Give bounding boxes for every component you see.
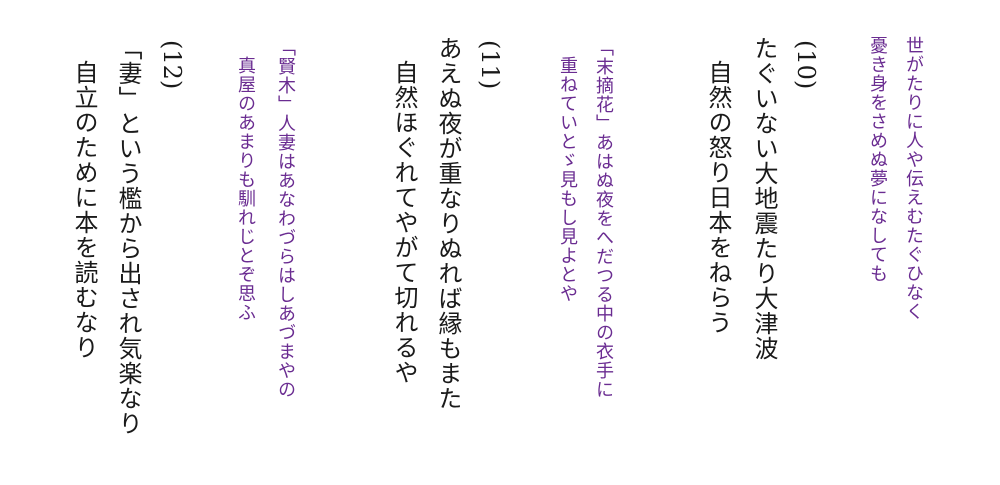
poem-11-original-line-1: 「末摘花」あはぬ夜をへだつる中の衣手に [593, 38, 614, 399]
poem-10-parody-line-2: 自然の怒り日本をねらう [704, 60, 732, 335]
poem-12-parody-line-2: 自立のために本を読むなり [70, 60, 98, 360]
poem-12-original-line-2: 真屋のあまりも馴れじとぞ思ふ [235, 56, 256, 322]
poem-10-parody-line-1: たぐいない大地震たり大津波 [750, 36, 778, 361]
poem-11-original-line-2: 重ねていとゞ見もし見よとや [557, 56, 578, 303]
poem-12-number: (12) [158, 40, 186, 90]
poem-12-original-line-1: 「賢木」人妻はあなわづらはしあづまやの [275, 38, 296, 399]
poem-11-number: (11) [476, 40, 504, 90]
poem-11-source: 「末摘花」 [593, 38, 614, 133]
poem-10-number: (10) [792, 40, 820, 90]
poem-11-parody-line-1: あえぬ夜が重なりぬれば縁もまた [434, 36, 462, 411]
poem-12-source: 「賢木」 [275, 38, 296, 114]
poem-10-original-line-1: 世がたりに人や伝えむたぐひなく [903, 36, 924, 321]
poem-11-parody-line-2: 自然ほぐれてやがて切れるや [390, 60, 418, 385]
poem-10-original-line-2: 憂き身をさめぬ夢になしても [867, 36, 888, 283]
poem-12-parody-line-1: 「妻」という檻から出され気楽なり [114, 36, 142, 436]
